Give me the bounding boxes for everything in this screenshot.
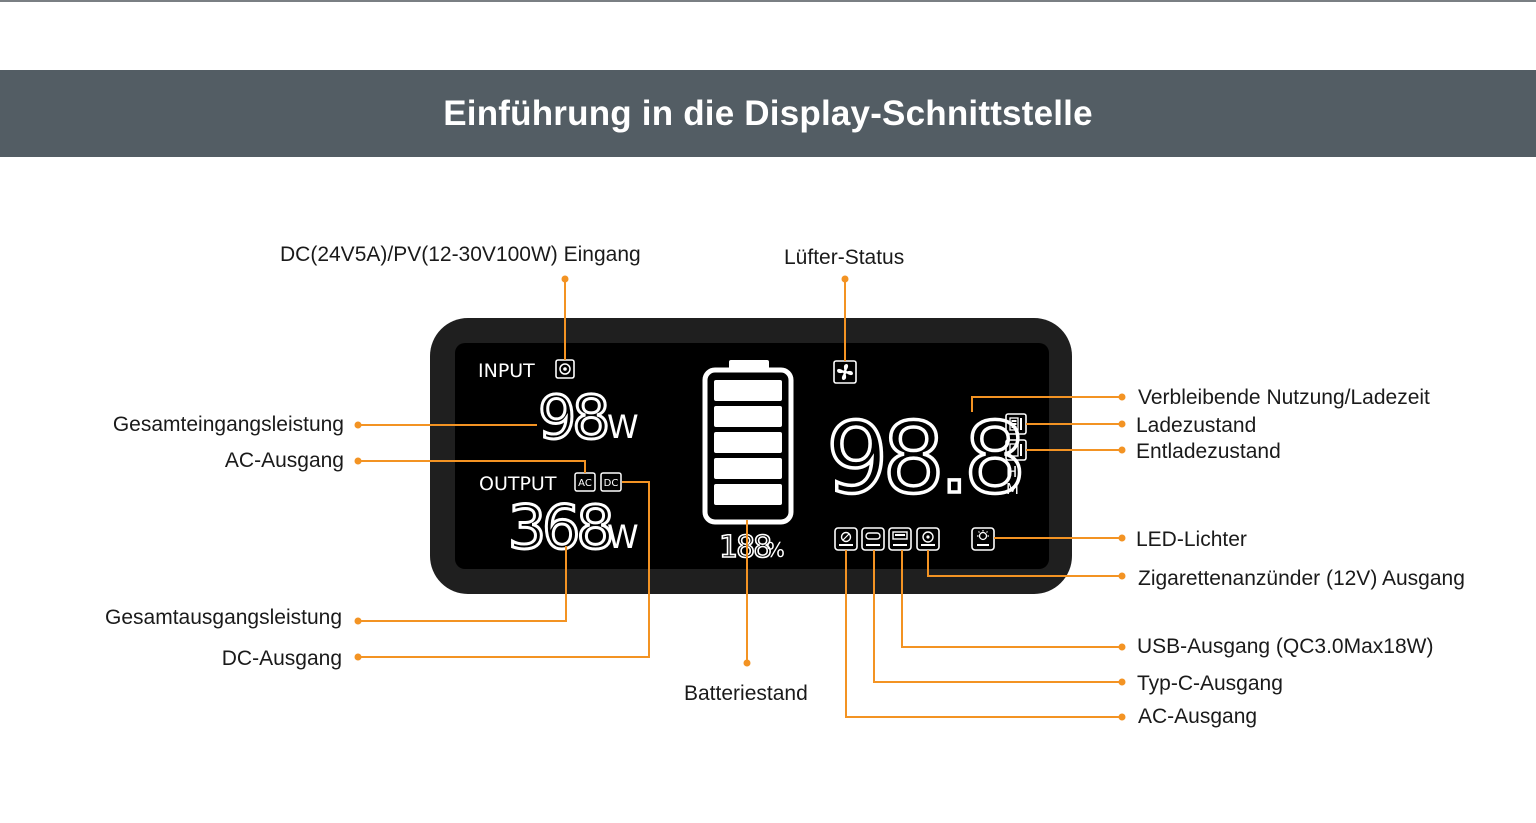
- label-typec-output: Typ-C-Ausgang: [1137, 672, 1283, 695]
- dc-badge: DC: [600, 472, 622, 492]
- label-ac-output-right: AC-Ausgang: [1138, 705, 1258, 728]
- title-banner: Einführung in die Display-Schnittstelle: [0, 70, 1536, 157]
- leader-dc-output: [358, 481, 650, 658]
- time-unit-m: M: [1006, 480, 1019, 498]
- label-dc-output: DC-Ausgang: [221, 647, 342, 670]
- battery-segment: [714, 484, 782, 505]
- output-unit: W: [607, 518, 639, 556]
- page-title: Einführung in die Display-Schnittstelle: [443, 93, 1093, 133]
- battery-segment: [714, 432, 782, 453]
- leader-typec: [873, 550, 1122, 683]
- percent-sign: %: [766, 538, 785, 562]
- input-label: INPUT: [478, 360, 535, 382]
- label-total-output: Gesamtausgangsleistung: [105, 606, 342, 629]
- output-value: 368: [508, 493, 611, 563]
- label-usb-output: USB-Ausgang (QC3.0Max18W): [1137, 635, 1434, 658]
- usb-icon: [888, 527, 912, 551]
- leader-ac-left: [358, 460, 586, 473]
- battery-percent-value: 188: [719, 530, 771, 565]
- label-charging: Ladezustand: [1136, 414, 1257, 437]
- time-unit-h: H: [1006, 463, 1017, 481]
- label-battery-level: Batteriestand: [684, 682, 808, 705]
- label-cigarette: Zigarettenanzünder (12V) Ausgang: [1138, 567, 1465, 590]
- label-remaining-time: Verbleibende Nutzung/Ladezeit: [1138, 386, 1430, 409]
- time-value: 98.8: [826, 402, 1020, 516]
- top-border-line: [0, 0, 1536, 2]
- label-dc-input: DC(24V5A)/PV(12-30V100W) Eingang: [280, 243, 641, 266]
- leader-cigarette: [927, 550, 1122, 577]
- input-unit: W: [607, 408, 639, 446]
- leader-ac-right: [845, 550, 1122, 718]
- label-total-input: Gesamteingangsleistung: [112, 413, 344, 436]
- battery-segment: [714, 458, 782, 479]
- input-value: 98: [538, 383, 607, 453]
- battery-icon: [702, 360, 794, 525]
- battery-segment: [714, 406, 782, 427]
- leader-usb: [901, 550, 1122, 648]
- label-discharging: Entladezustand: [1136, 440, 1281, 463]
- battery-segment: [714, 380, 782, 401]
- leader-lines: [358, 279, 1122, 718]
- svg-text:AC: AC: [578, 478, 592, 489]
- lcd-screen: [455, 343, 1049, 569]
- leader-remaining-time: [971, 396, 1122, 412]
- svg-text:DC: DC: [604, 478, 619, 489]
- output-label: OUTPUT: [479, 473, 557, 495]
- label-fan-status: Lüfter-Status: [784, 246, 905, 269]
- battery-level-bars: [714, 380, 782, 505]
- leader-dots: [354, 275, 1126, 721]
- leader-total-output: [358, 546, 567, 622]
- label-ac-output-left: AC-Ausgang: [224, 449, 344, 472]
- label-led-lights: LED-Lichter: [1136, 528, 1247, 551]
